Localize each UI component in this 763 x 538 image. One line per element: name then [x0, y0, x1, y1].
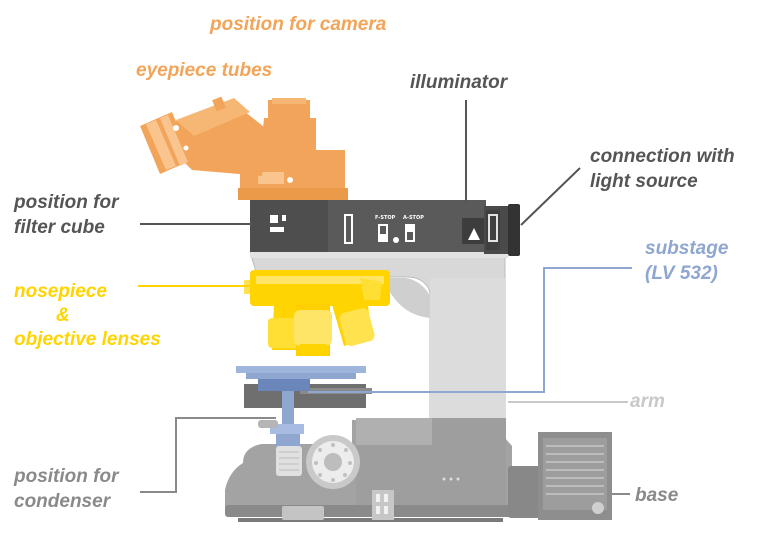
nosepiece-objectives [244, 270, 390, 356]
label-condenser-line2: condenser [14, 491, 111, 512]
astop-text: A-STOP [403, 215, 424, 221]
arm-part [249, 250, 508, 423]
illuminator-body: F-STOP A-STOP [250, 200, 520, 256]
connection-leader [520, 167, 581, 226]
label-position-for-camera: position for camera [210, 14, 387, 35]
label-connection-line2: light source [590, 171, 698, 192]
label-eyepiece-tubes: eyepiece tubes [136, 60, 273, 81]
eyepiece-camera-head [140, 96, 348, 200]
label-substage-line2: (LV 532) [645, 263, 718, 284]
label-filter-line2: filter cube [14, 217, 105, 238]
base-part [225, 418, 612, 522]
label-objective-lenses: objective lenses [14, 329, 161, 350]
label-filter-line1: position for [14, 192, 119, 213]
condenser-leader [140, 417, 276, 493]
label-connection-line1: connection with [590, 146, 735, 167]
label-base: base [635, 485, 679, 506]
label-illuminator: illuminator [410, 72, 508, 93]
substage-leader [308, 267, 632, 393]
label-ampersand: & [56, 305, 70, 326]
leader-lines [138, 100, 632, 495]
label-arm: arm [630, 391, 665, 412]
label-substage-line1: substage [645, 238, 729, 259]
label-nosepiece: nosepiece [14, 281, 107, 302]
label-condenser-line1: position for [14, 466, 119, 487]
fstop-text: F-STOP [375, 215, 396, 221]
